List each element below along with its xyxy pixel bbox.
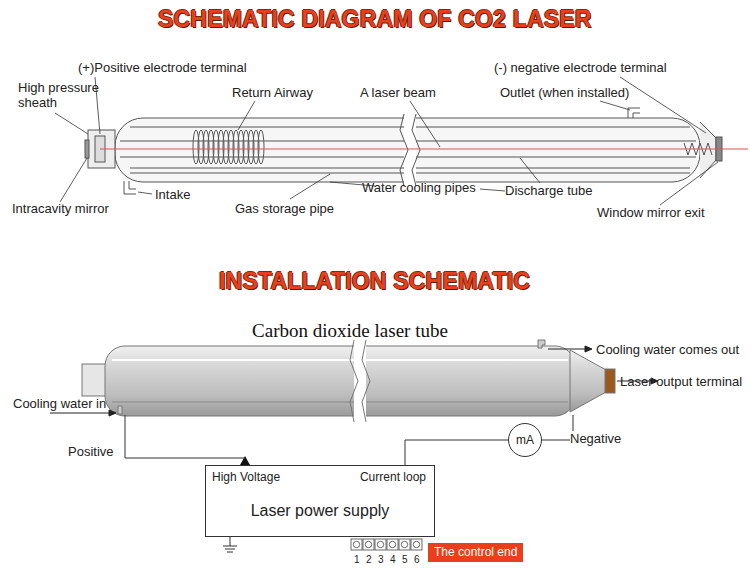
wire-label: Positive (68, 444, 114, 459)
arrow-line (50, 413, 112, 414)
part-label: Intake (155, 187, 190, 202)
bottom-tube (82, 340, 615, 422)
water-out-pipe (538, 340, 545, 348)
terminal-screw (413, 541, 419, 547)
ground-line (230, 536, 231, 546)
node-text: The control end (434, 545, 517, 560)
leader-line (55, 113, 88, 134)
arrowhead (109, 410, 116, 416)
terminal-cell (387, 539, 398, 550)
leader-line (620, 77, 706, 133)
arrow-line (548, 349, 588, 350)
pin-number: 1 (354, 554, 360, 565)
intake-pipe (129, 181, 136, 189)
laser-beam (100, 148, 748, 149)
leader-line (480, 189, 505, 191)
tube-break (354, 340, 366, 422)
ground-line (223, 546, 237, 547)
pin-number: 6 (414, 554, 420, 565)
terminal-cell (411, 539, 422, 550)
water-in-pipe (118, 406, 122, 414)
output-cap (605, 369, 615, 393)
terminal-screw (377, 541, 383, 547)
part-label: Cooling water comes out (596, 342, 739, 357)
node-text: Current loop (360, 470, 426, 484)
leader-line (520, 158, 540, 183)
leader-line (600, 101, 630, 110)
flow-arrows (50, 346, 658, 416)
return-airway-coil (193, 130, 264, 164)
tube-stripe (112, 359, 568, 361)
high-voltage-terminal (240, 456, 250, 465)
terminal-screw (389, 541, 395, 547)
wire (542, 415, 573, 440)
leader-line (410, 101, 440, 147)
leader-line (290, 174, 330, 199)
intake-pipe (124, 181, 136, 194)
tube-cone (570, 350, 606, 412)
wire-label: Negative (570, 431, 621, 446)
control-end-box: The control end (428, 543, 523, 562)
terminal-cell (375, 539, 386, 550)
pin-number: 5 (402, 554, 408, 565)
part-label: Window mirror exit (597, 205, 705, 220)
terminal-cell (363, 539, 374, 550)
part-label: A laser beam (360, 85, 436, 100)
ammeter-circle: mA (508, 423, 542, 457)
part-label: Water cooling pipes (362, 180, 476, 195)
terminal-screw (401, 541, 407, 547)
part-label: Gas storage pipe (235, 201, 334, 216)
part-label: Outlet (when installed) (500, 85, 629, 100)
outlet-pipe (628, 108, 640, 118)
part-label: Return Airway (232, 85, 313, 100)
coil-winding (258, 130, 264, 164)
part-label: Laser output terminal (620, 374, 742, 389)
wire (125, 415, 245, 458)
tube-stripe (112, 402, 568, 403)
ground-line (227, 552, 233, 553)
section-heading: INSTALLATION SCHEMATIC (219, 268, 530, 295)
leader-line (660, 162, 718, 205)
terminal-cell (399, 539, 410, 550)
leader-line (138, 192, 152, 194)
pin-number: 2 (366, 554, 372, 565)
wire (405, 440, 508, 465)
node-text: High Voltage (212, 470, 280, 484)
arrowhead (585, 346, 592, 352)
part-label: (+)Positive electrode terminal (78, 60, 247, 75)
tube-break (404, 114, 416, 186)
tube-body (105, 346, 575, 416)
power-supply-box: High Voltage Current loopLaser power supp… (205, 465, 435, 537)
laser-tube: Carbon dioxide laser tube (80, 318, 620, 418)
part-label: High pressure sheath (18, 80, 100, 110)
part-label: Cooling water in (13, 396, 106, 411)
ground-line (225, 549, 235, 550)
pin-number: 4 (390, 554, 396, 565)
diagram-title: SCHEMATIC DIAGRAM OF CO2 LASER (158, 6, 592, 33)
leader-line (238, 101, 255, 130)
pin-number: 3 (378, 554, 384, 565)
part-label: Intracavity mirror (12, 201, 109, 216)
terminal-screw (353, 541, 359, 547)
node-text: Carbon dioxide laser tube (80, 320, 620, 342)
ground-symbol (223, 536, 237, 552)
terminal-cell (351, 539, 362, 550)
terminal-block (351, 539, 422, 550)
break-mark (350, 340, 370, 422)
break-mark (400, 114, 420, 186)
part-label: Discharge tube (505, 183, 592, 198)
part-label: (-) negative electrode terminal (494, 60, 667, 75)
top-tube (85, 108, 748, 194)
terminal-screw (365, 541, 371, 547)
leader-lines (55, 77, 718, 205)
node-text: Laser power supply (206, 502, 434, 520)
leader-line (60, 158, 87, 202)
node-text: mA (509, 424, 541, 456)
intracavity-mirror (85, 140, 89, 158)
